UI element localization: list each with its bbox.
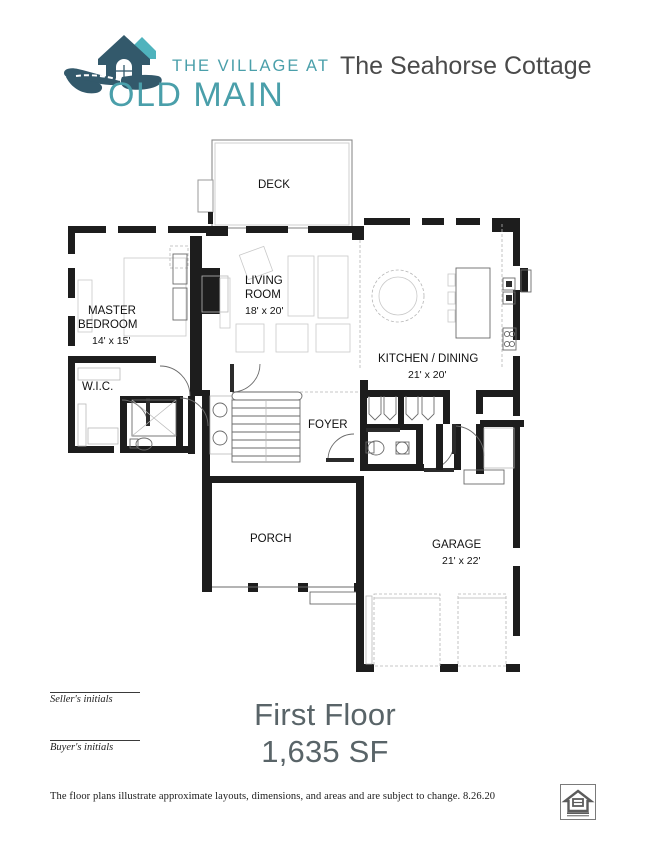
seller-initials-line[interactable] <box>50 692 140 693</box>
seller-initials-label: Seller's initials <box>50 694 113 705</box>
room-garage: GARAGE 21' x 22' <box>356 474 520 672</box>
room-deck <box>197 139 353 229</box>
floor-square-footage: 1,635 SF <box>261 734 389 769</box>
village-old-main-logo <box>62 33 302 113</box>
equal-housing-opportunity-logo <box>560 784 596 820</box>
room-dims-master-bedroom: 14' x 15' <box>92 335 130 347</box>
room-label-living-room-line1: LIVING <box>245 275 283 287</box>
room-master-bedroom: MASTER BEDROOM 14' x 15' <box>77 245 189 347</box>
buyer-initials-block: Buyer's initials <box>50 740 140 753</box>
floor-name: First Floor <box>254 697 396 732</box>
room-wic: W.I.C. <box>77 367 150 447</box>
document-header: THE VILLAGE AT OLD MAIN The Seahorse Cot… <box>0 0 650 128</box>
exterior-walls <box>68 218 528 453</box>
room-label-kitchen-dining: KITCHEN / DINING <box>378 353 478 365</box>
room-label-master-bedroom-line1: MASTER <box>88 305 136 317</box>
logo-wordmark-old-main: OLD MAIN <box>108 76 285 114</box>
seller-initials-block: Seller's initials <box>50 692 140 705</box>
room-dims-garage: 21' x 22' <box>442 555 480 567</box>
disclaimer-text: The floor plans illustrate approximate l… <box>50 791 496 802</box>
room-living-room: LIVING ROOM 18' x 20' <box>219 240 361 368</box>
room-label-porch: PORCH <box>250 533 292 545</box>
buyer-initials-label: Buyer's initials <box>50 742 114 753</box>
page-title: The Seahorse Cottage <box>340 52 592 80</box>
room-label-living-room-line2: ROOM <box>245 289 281 301</box>
logo-tagline-the-village-at: THE VILLAGE AT <box>172 57 330 75</box>
interior-walls <box>68 356 524 476</box>
buyer-initials-line[interactable] <box>50 740 140 741</box>
mudroom <box>452 424 515 485</box>
room-label-foyer: FOYER <box>308 419 348 431</box>
floorplan-drawing: .wall{fill:#1d1d1d;} .thin{stroke:#6a6a6… <box>60 128 580 678</box>
room-porch: PORCH <box>202 476 364 605</box>
room-dims-living-room: 18' x 20' <box>245 305 283 317</box>
room-kitchen-dining: KITCHEN / DINING 21' x 20' <box>371 224 532 381</box>
room-dims-kitchen-dining: 21' x 20' <box>408 369 446 381</box>
room-label-wic: W.I.C. <box>82 381 113 393</box>
room-foyer: FOYER <box>300 391 360 462</box>
room-label-garage: GARAGE <box>432 539 482 551</box>
room-label-master-bedroom-line2: BEDROOM <box>78 319 137 331</box>
room-label-deck: DECK <box>258 179 290 191</box>
staircase <box>230 363 303 463</box>
room-powder <box>360 424 455 472</box>
mudroom-lockers <box>368 396 435 421</box>
room-master-bath <box>129 365 233 455</box>
